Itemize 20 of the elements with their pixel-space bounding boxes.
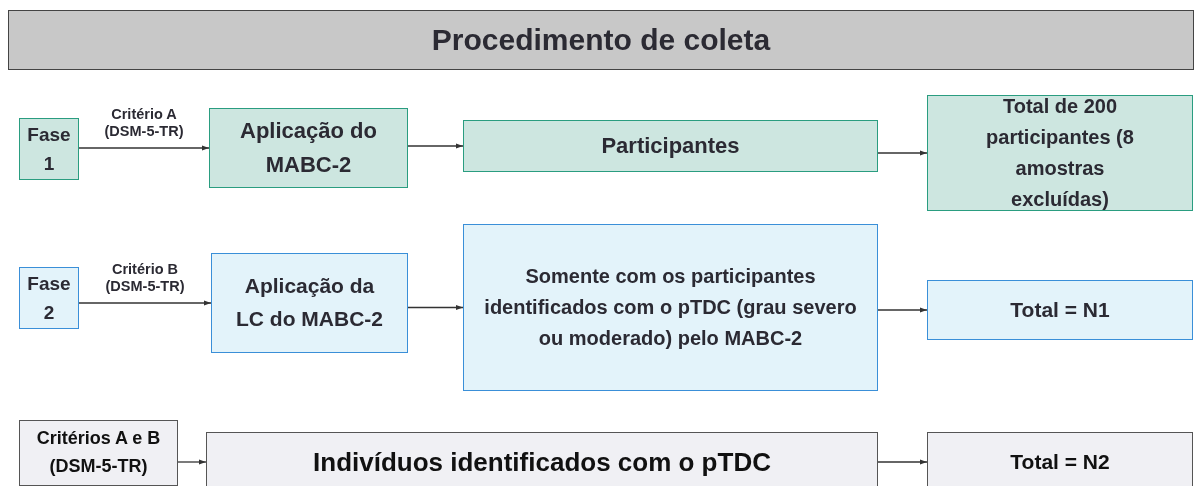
arrow xyxy=(877,150,928,156)
arrow xyxy=(78,145,210,151)
process-box: Aplicação do MABC-2 xyxy=(209,108,408,188)
arrow xyxy=(877,307,928,313)
process-box: Total de 200 participantes (8 amostras excluídas) xyxy=(927,95,1193,211)
process-box: Participantes xyxy=(463,120,878,172)
arrow xyxy=(407,305,464,310)
process-box: Somente com os participantes identificados com o pTDC (grau severo ou moderado) pelo MABC-2 xyxy=(463,224,878,391)
process-box: Aplicação da LC do MABC-2 xyxy=(211,253,408,353)
process-box: Indivíduos identificados com o pTDC xyxy=(206,432,878,486)
process-box: Fase 1 xyxy=(19,118,79,180)
process-box: Total = N2 xyxy=(927,432,1193,486)
process-box: Total = N1 xyxy=(927,280,1193,340)
arrow xyxy=(877,459,928,465)
arrow xyxy=(407,143,464,149)
arrow xyxy=(78,300,212,306)
process-box: Fase 2 xyxy=(19,267,79,329)
arrow xyxy=(177,459,207,465)
title-banner: Procedimento de coleta xyxy=(8,10,1194,70)
process-box: Critérios A e B (DSM-5-TR) xyxy=(19,420,178,486)
